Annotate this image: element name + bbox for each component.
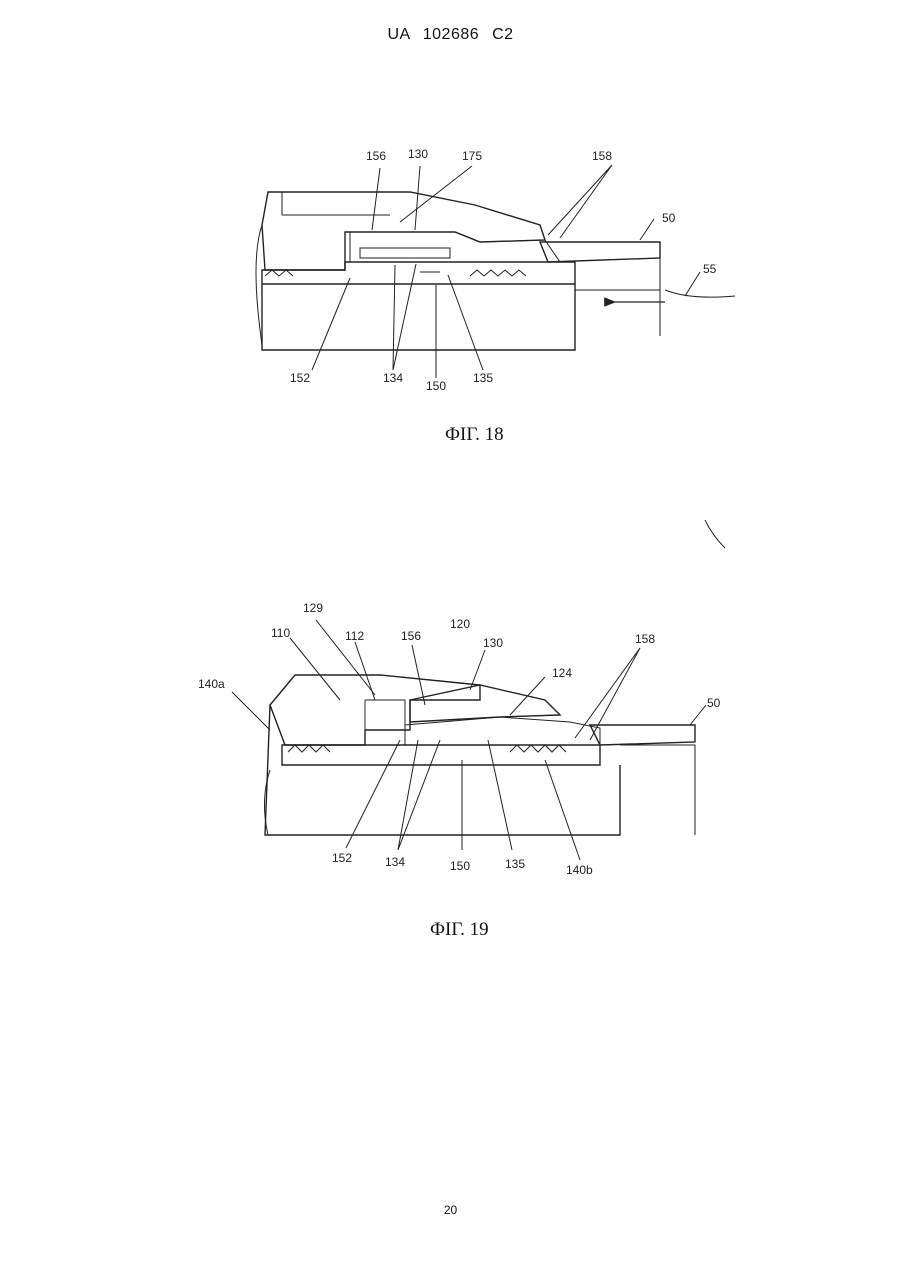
page-number: 20 — [0, 1203, 901, 1217]
fig18-label-156: 156 — [366, 149, 386, 163]
fig18-label-158: 158 — [592, 149, 612, 163]
fig19-label-120: 120 — [450, 617, 470, 631]
fig18-label-50: 50 — [662, 211, 676, 225]
fig19-label-135: 135 — [505, 857, 525, 871]
fig18-label-130: 130 — [408, 147, 428, 161]
figure-18-caption: ФІГ. 18 — [445, 424, 504, 446]
figure-19-drawing — [232, 520, 725, 860]
fig18-label-135: 135 — [473, 371, 493, 385]
fig18-label-175: 175 — [462, 149, 482, 163]
fig19-label-124: 124 — [552, 666, 572, 680]
figure-18-drawing — [256, 165, 735, 378]
fig19-label-129: 129 — [303, 601, 323, 615]
fig19-label-110: 110 — [271, 626, 290, 640]
fig18-label-150: 150 — [426, 379, 446, 393]
fig19-label-150: 150 — [450, 859, 470, 873]
fig18-label-55: 55 — [703, 262, 717, 276]
fig19-label-134: 134 — [385, 855, 405, 869]
fig19-label-156: 156 — [401, 629, 421, 643]
fig19-label-112: 112 — [345, 629, 364, 643]
fig18-label-152: 152 — [290, 371, 310, 385]
figure-19-caption: ФІГ. 19 — [430, 919, 489, 941]
fig19-label-158: 158 — [635, 632, 655, 646]
fig19-label-152: 152 — [332, 851, 352, 865]
fig19-label-140b: 140b — [566, 863, 593, 877]
fig19-label-50: 50 — [707, 696, 721, 710]
fig19-label-130: 130 — [483, 636, 503, 650]
fig19-label-140a: 140a — [198, 677, 225, 691]
fig18-label-134: 134 — [383, 371, 403, 385]
